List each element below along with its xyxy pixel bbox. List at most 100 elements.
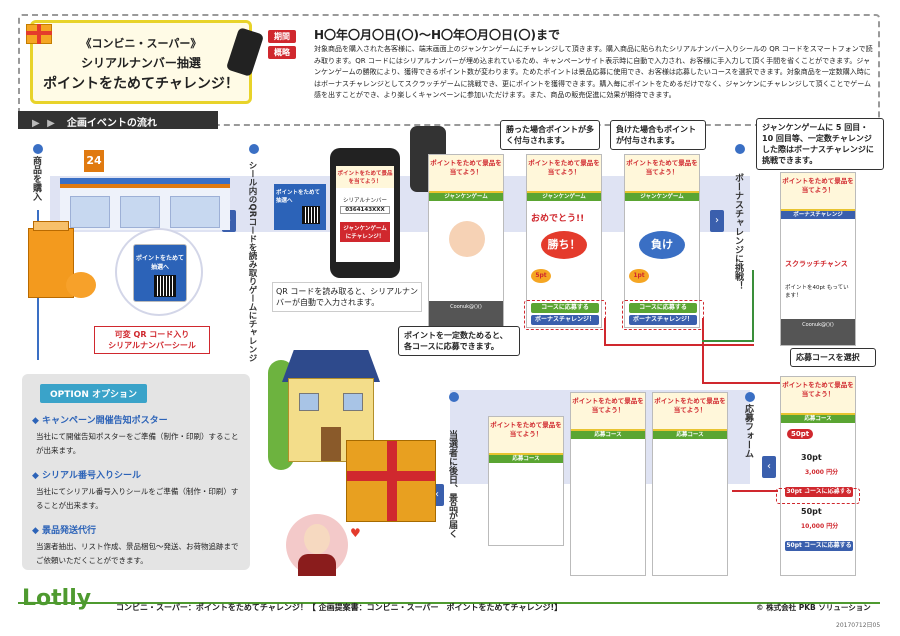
option-panel: OPTION オプション ◆ キャンペーン開催告知ポスター 当社にて開催告知ポス… bbox=[22, 374, 250, 570]
points-total-badge: 50pt bbox=[787, 429, 814, 439]
prize-gift-box bbox=[346, 440, 436, 522]
serial-sticker-label: 可変 QR コード入り シリアルナンバーシール bbox=[94, 326, 210, 354]
serial-label: シリアルナンバー bbox=[343, 198, 387, 204]
points-badge: 1pt bbox=[629, 269, 649, 283]
serial-number-field[interactable]: 0364143XXX bbox=[340, 206, 390, 214]
convenience-store bbox=[60, 178, 230, 230]
campaign-badge: 《コンビニ・スーパー》 シリアルナンバー抽選 ポイントをためてチャレンジ！ bbox=[30, 20, 252, 104]
phone-screen: ポイントをためて景品を当てよう！ シリアルナンバー 0364143XXX ジャン… bbox=[336, 166, 394, 262]
challenge-button[interactable]: ジャンケンゲームにチャレンジ！ bbox=[340, 222, 390, 242]
win-badge: 勝ち！ bbox=[541, 231, 587, 259]
flow-arrow-green bbox=[752, 270, 754, 342]
entry-form-card: ポイントをためて景品を当てよう！ 応募コース bbox=[652, 392, 728, 576]
flow-arrow bbox=[702, 318, 704, 384]
flow-arrow bbox=[604, 344, 754, 346]
heart-icon: ♥ bbox=[350, 526, 361, 540]
phone-caption: QR コードを読み取ると、シリアルナンバーが自動で入力されます。 bbox=[272, 282, 422, 312]
next-arrow-button[interactable]: › bbox=[710, 210, 724, 232]
course-50-apply-button[interactable]: 50pt コースに応募する bbox=[785, 541, 853, 551]
footer-text: コンビニ・スーパー：ポイントをためてチャレンジ！【 企画提案書：コンビニ・スーパ… bbox=[116, 603, 563, 612]
campaign-overview: 対象商品を購入された各客様に、端末画面上のジャンケンゲームにチャレンジして頂きま… bbox=[314, 45, 873, 99]
points-have-text: ポイントを40pt もっています！ bbox=[785, 285, 849, 299]
footer-copyright: © 株式会社 PKB ソリューション bbox=[756, 603, 871, 612]
game-card-start: ポイントをためて景品を当てよう！ ジャンケンゲーム Coonuk@()() bbox=[428, 154, 504, 328]
entry-complete-card: ポイントをためて景品を当てよう！ 応募コース bbox=[488, 416, 564, 546]
period-tag: 期間 bbox=[268, 30, 296, 43]
store-sign: 24 bbox=[84, 150, 104, 172]
scratch-text: スクラッチチャンス bbox=[785, 260, 848, 268]
course-30-apply-button[interactable]: 30pt コースに応募する bbox=[785, 487, 853, 497]
lose-result: 負け 1pt bbox=[625, 201, 699, 301]
card-title: ポイントをためて景品を当てよう！ bbox=[429, 155, 503, 193]
course-apply-button[interactable]: コースに応募する bbox=[531, 303, 599, 313]
bonus-challenge-button[interactable]: ボーナスチャレンジ！ bbox=[531, 315, 599, 325]
card-footer: Coonuk@()() bbox=[781, 319, 855, 345]
option-text-sticker: 当社にてシリアル番号入りシールをご準備（制作・印刷）することが出来ます。 bbox=[36, 487, 239, 510]
sticker-card: ポイントをためて抽選へ bbox=[274, 184, 326, 230]
card-title: ポイントをためて景品を当てよう！ bbox=[625, 155, 699, 193]
card-title: ポイントをためて景品を当てよう！ bbox=[653, 393, 727, 431]
card-title: ポイントをためて景品を当てよう！ bbox=[527, 155, 601, 193]
stage-prize-label: 当選者に後日、景品が届く bbox=[447, 430, 457, 538]
header-frame bbox=[18, 14, 880, 126]
badge-title: ポイントをためてチャレンジ！ bbox=[43, 76, 239, 92]
card-title: ポイントをためて景品を当てよう！ bbox=[781, 377, 855, 415]
badge-category: 《コンビニ・スーパー》 bbox=[80, 37, 202, 50]
stage-buy: 商品を購入 bbox=[30, 144, 46, 201]
woman-illustration bbox=[286, 514, 348, 576]
card-game-bar: ジャンケンゲーム bbox=[429, 193, 503, 201]
callout-apply: ポイントを一定数ためると、各コースに応募できます。 bbox=[398, 326, 520, 356]
flow-arrow bbox=[702, 382, 780, 384]
smartphone: ポイントをためて景品を当てよう！ シリアルナンバー 0364143XXX ジャン… bbox=[330, 148, 400, 278]
card-footer: Coonuk@()() bbox=[429, 301, 503, 327]
entry-confirm-card: ポイントをためて景品を当てよう！ 応募コース bbox=[570, 392, 646, 576]
option-heading-sticker: ◆ シリアル番号入りシール bbox=[32, 471, 141, 481]
bonus-card: ポイントをためて景品を当てよう！ ボーナスチャレンジ スクラッチチャンス ポイン… bbox=[780, 172, 856, 346]
card-game-bar: ジャンケンゲーム bbox=[625, 193, 699, 201]
prev-arrow-button[interactable]: ‹ bbox=[762, 456, 776, 478]
stage-bonus-label: ボーナスチャレンジに挑戦！ bbox=[733, 172, 743, 290]
stage-bonus: ボーナスチャレンジに挑戦！ bbox=[732, 144, 748, 306]
course-30-prize: 3,000 円分 bbox=[805, 469, 839, 476]
stage-scan: シール内のQRコードを読み取りゲームにチャレンジ bbox=[246, 144, 262, 366]
arrow-icon: ▶ ▶ bbox=[32, 118, 57, 129]
course-select-card: ポイントをためて景品を当てよう！ 応募コース 50pt 30pt 3,000 円… bbox=[780, 376, 856, 576]
course-apply-button[interactable]: コースに応募する bbox=[629, 303, 697, 313]
callout-win: 勝った場合ポイントが多く付与されます。 bbox=[500, 120, 600, 150]
orange-image bbox=[66, 272, 96, 298]
win-result: おめでとう!! 勝ち！ 5pt bbox=[527, 201, 601, 301]
card-title: ポイントをためて景品を当てよう！ bbox=[489, 417, 563, 455]
card-apply-bar: 応募コース bbox=[571, 431, 645, 439]
stage-buy-label: 商品を購入 bbox=[31, 156, 41, 201]
highlight-box bbox=[622, 300, 704, 330]
serial-sticker: ポイントをためて抽選へ bbox=[133, 244, 187, 302]
course-list: 50pt 30pt 3,000 円分 30pt コースに応募する 50pt 10… bbox=[781, 423, 855, 573]
card-apply-bar: 応募コース bbox=[781, 415, 855, 423]
game-card-win: ポイントをためて景品を当てよう！ ジャンケンゲーム おめでとう!! 勝ち！ 5p… bbox=[526, 154, 602, 328]
highlight-box bbox=[524, 300, 606, 330]
section-title: 企画イベントの流れ bbox=[66, 118, 157, 129]
congrats-text: おめでとう!! bbox=[531, 214, 585, 224]
callout-bonus: ジャンケンゲームに 5 回目・10 回目等、一定数チャレンジした際はボーナスチャ… bbox=[756, 118, 884, 170]
points-badge: 5pt bbox=[531, 269, 551, 283]
course-50-prize: 10,000 円分 bbox=[801, 523, 839, 530]
stage-apply-label: 応募フォーム bbox=[743, 404, 753, 458]
card-title: ポイントをためて景品を当てよう！ bbox=[571, 393, 645, 431]
highlight-box bbox=[776, 488, 860, 504]
card-title: ポイントをためて景品を当てよう！ bbox=[781, 173, 855, 211]
section-title-bar: ▶ ▶ 企画イベントの流れ bbox=[18, 111, 218, 129]
bonus-challenge-button[interactable]: ボーナスチャレンジ！ bbox=[629, 315, 697, 325]
lose-badge: 負け bbox=[639, 231, 685, 259]
course-30-label: 30pt bbox=[801, 453, 822, 462]
option-text-poster: 当社にて開催告知ポスターをご準備（制作・印刷）することが出来ます。 bbox=[36, 432, 239, 455]
card-game-bar: ジャンケンゲーム bbox=[527, 193, 601, 201]
flow-arrow bbox=[604, 318, 606, 346]
hands-illustration bbox=[429, 201, 503, 301]
flow-arrow bbox=[732, 490, 778, 492]
footer-date: 20170712日05 bbox=[836, 622, 881, 629]
course-50-label: 50pt bbox=[801, 507, 822, 516]
footer-divider bbox=[18, 602, 880, 604]
scratch-area: スクラッチチャンス ポイントを40pt もっています！ bbox=[781, 219, 855, 319]
overview-tag: 概略 bbox=[268, 46, 296, 59]
house-image bbox=[288, 378, 374, 462]
